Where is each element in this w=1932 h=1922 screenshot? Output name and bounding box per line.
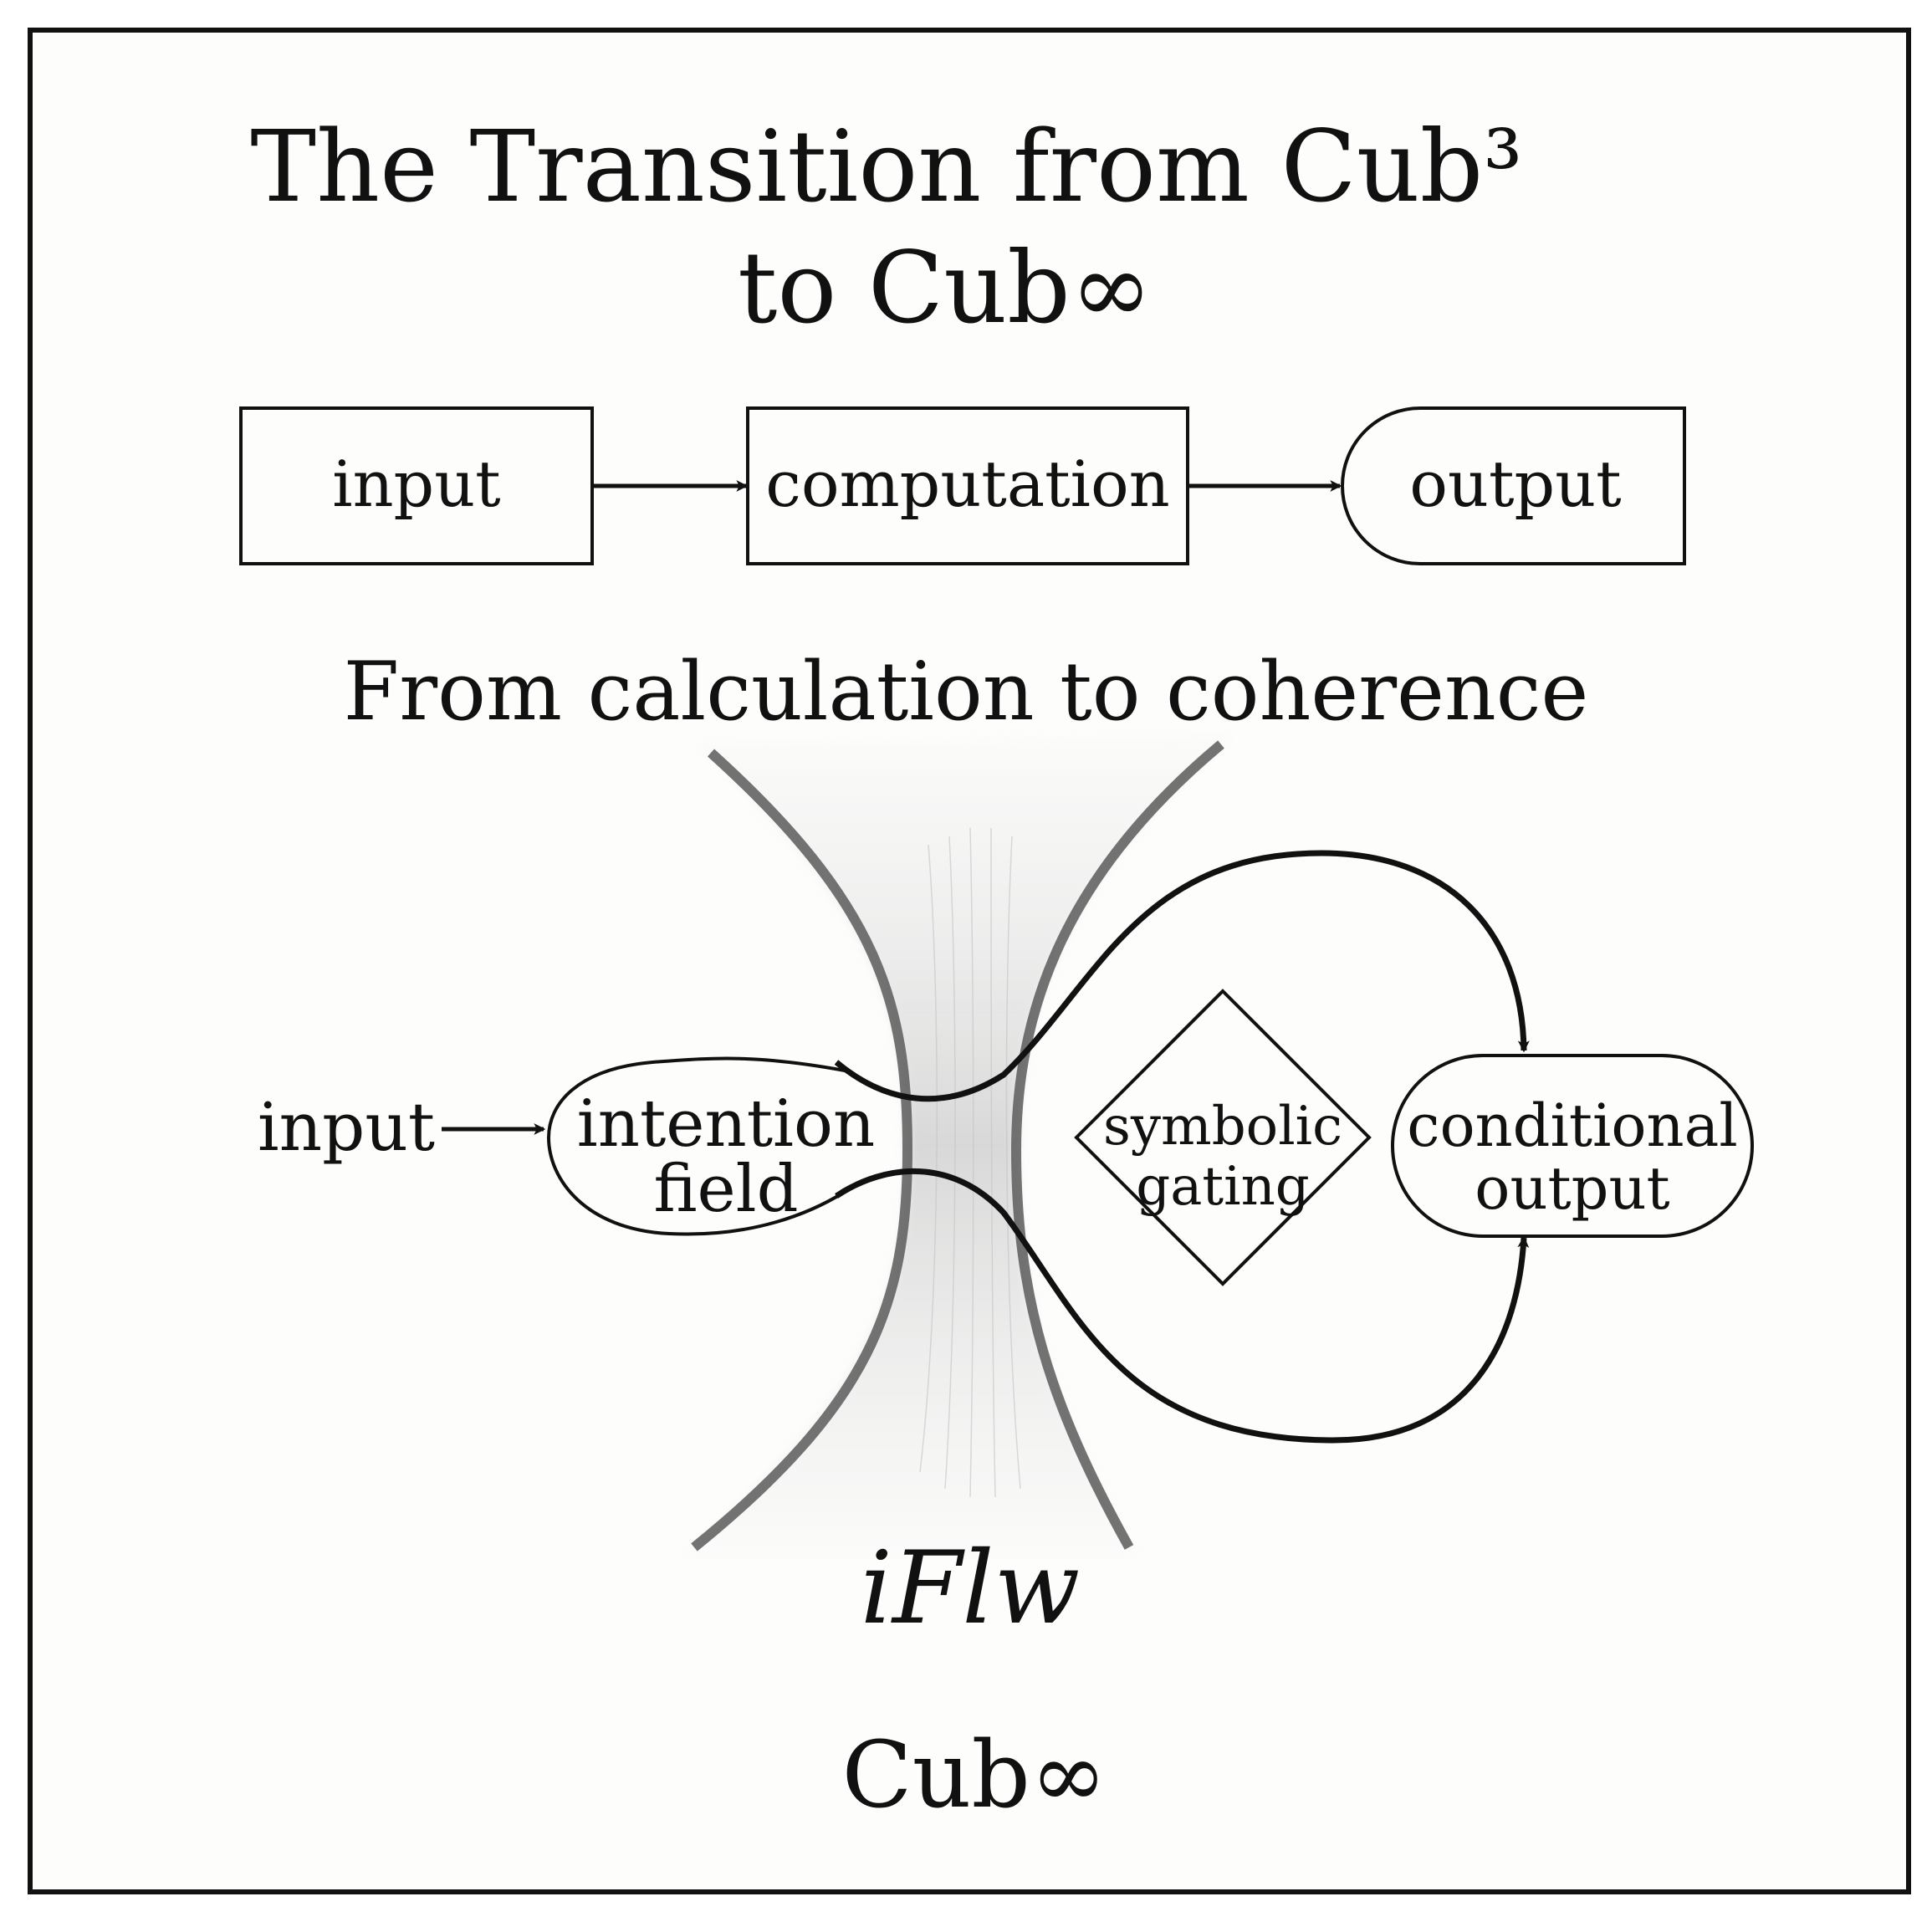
intention-field-label-2: field [653, 1152, 798, 1227]
channel-fibers [919, 827, 1021, 1498]
bottom-flow: input intention field symbolic gating co… [258, 850, 1754, 1444]
lower-flow-arrow [835, 1168, 1530, 1444]
channel-left-wall [691, 749, 913, 1551]
symbolic-gating-label-1: symbolic [1103, 1096, 1342, 1158]
channel-haze [677, 736, 1238, 1556]
conditional-output-box [1391, 1054, 1754, 1238]
output-box [1341, 406, 1686, 565]
title-line-2: to Cub∞ [738, 230, 1153, 345]
input-box-label: input [332, 447, 500, 521]
computation-box-label: computation [765, 447, 1169, 521]
bottom-input-label: input [258, 1088, 435, 1166]
intention-field-label-1: intention [577, 1086, 875, 1162]
iflw-channel [677, 736, 1238, 1556]
computation-box [746, 406, 1189, 565]
channel-label: iFlw [861, 1531, 1081, 1647]
footer-label: Cub∞ [841, 1721, 1107, 1828]
subtitle: From calculation to coherence [344, 645, 1589, 739]
upper-flow-arrow [834, 850, 1530, 1102]
symbolic-gating-label-2: gating [1136, 1156, 1310, 1218]
top-flow: input computation output [239, 406, 1686, 565]
channel-right-wall [1010, 740, 1224, 1550]
input-box [239, 406, 594, 565]
symbolic-gating-diamond [1074, 989, 1372, 1286]
output-box-label: output [1409, 447, 1621, 521]
conditional-output-label-2: output [1475, 1154, 1669, 1223]
conditional-output-label-1: conditional [1407, 1091, 1738, 1160]
intention-field-shape [546, 1056, 846, 1236]
title-line-1: The Transition from Cub³ [250, 109, 1522, 224]
